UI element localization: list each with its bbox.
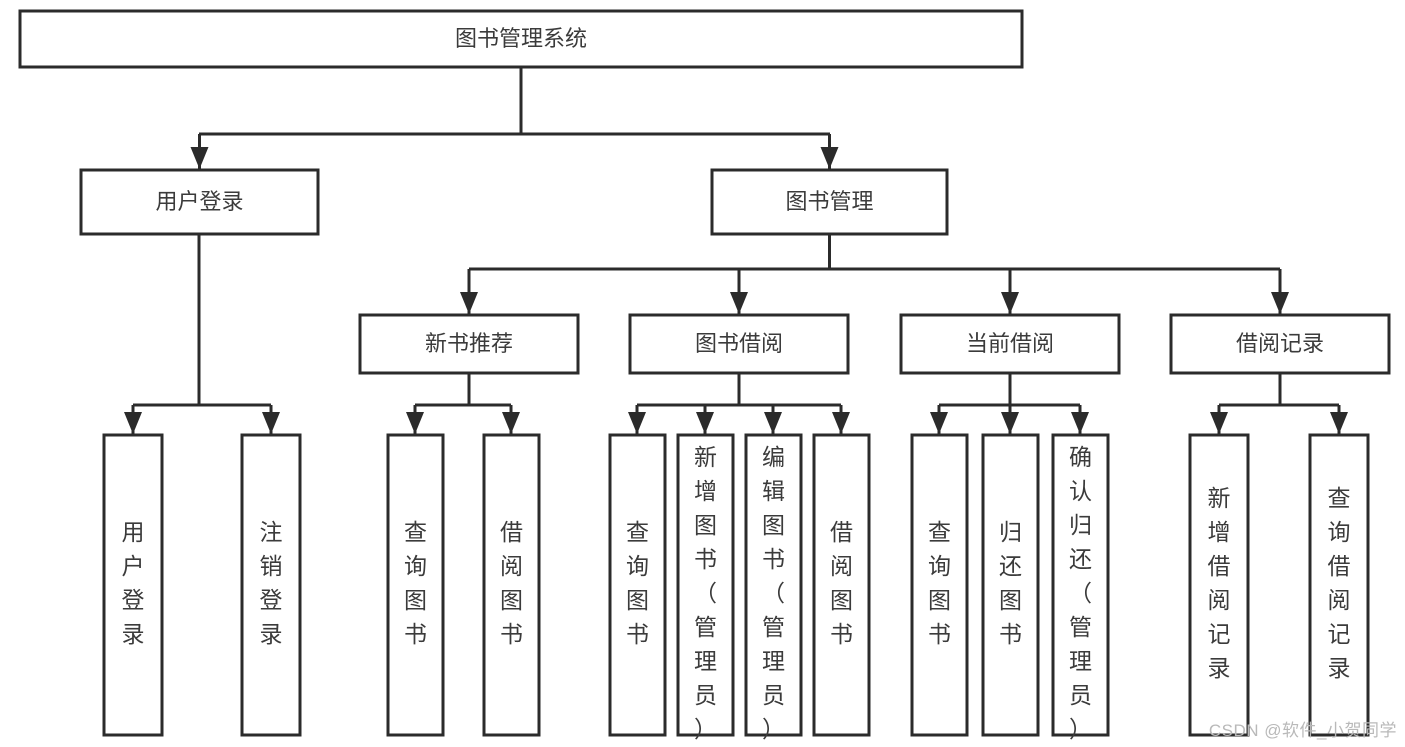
arrow-head-icon bbox=[262, 412, 280, 434]
node-leaf-query-record[interactable]: 查询借阅记录 bbox=[1308, 433, 1370, 737]
arrow-head-icon bbox=[1001, 292, 1019, 314]
node-label: 注销登录 bbox=[260, 519, 283, 647]
node-box bbox=[899, 313, 1121, 375]
node-label: 借阅图书 bbox=[830, 519, 853, 647]
arrow-head-icon bbox=[1330, 412, 1348, 434]
node-leaf-confirm-return[interactable]: 确认归还（管理员） bbox=[1051, 433, 1110, 742]
node-leaf-query-book-cb[interactable]: 查询图书 bbox=[910, 433, 969, 737]
node-box bbox=[18, 9, 1024, 69]
node-label: 借阅记录 bbox=[1236, 331, 1324, 356]
node-layer: 图书管理系统用户登录图书管理新书推荐图书借阅当前借阅借阅记录用户登录注销登录查询… bbox=[18, 9, 1391, 742]
node-new-book-recommend[interactable]: 新书推荐 bbox=[358, 313, 580, 375]
node-book-borrow[interactable]: 图书借阅 bbox=[628, 313, 850, 375]
node-label: 用户登录 bbox=[155, 189, 243, 214]
node-label: 查询图书 bbox=[928, 519, 951, 647]
arrow-head-icon bbox=[1071, 412, 1089, 434]
node-leaf-user-login[interactable]: 用户登录 bbox=[102, 433, 164, 737]
node-leaf-add-book[interactable]: 新增图书（管理员） bbox=[676, 433, 735, 742]
node-root[interactable]: 图书管理系统 bbox=[18, 9, 1024, 69]
node-leaf-add-record[interactable]: 新增借阅记录 bbox=[1188, 433, 1250, 737]
node-leaf-edit-book[interactable]: 编辑图书（管理员） bbox=[744, 433, 803, 742]
arrow-head-icon bbox=[1271, 292, 1289, 314]
node-label: 查询借阅记录 bbox=[1328, 485, 1351, 681]
node-label: 图书借阅 bbox=[695, 331, 783, 356]
node-box bbox=[1051, 433, 1110, 737]
arrow-head-icon bbox=[730, 292, 748, 314]
node-label: 确认归还（管理员） bbox=[1069, 444, 1092, 742]
node-user-login[interactable]: 用户登录 bbox=[79, 168, 320, 236]
node-leaf-logout[interactable]: 注销登录 bbox=[240, 433, 302, 737]
connector-layer bbox=[124, 67, 1348, 434]
node-label: 用户登录 bbox=[122, 519, 145, 647]
arrow-head-icon bbox=[696, 412, 714, 434]
arrow-head-icon bbox=[124, 412, 142, 434]
node-box bbox=[1308, 433, 1370, 737]
node-leaf-return-book[interactable]: 归还图书 bbox=[981, 433, 1040, 737]
node-leaf-query-book-nb[interactable]: 查询图书 bbox=[386, 433, 445, 737]
arrow-head-icon bbox=[1001, 412, 1019, 434]
node-box bbox=[386, 433, 445, 737]
node-box bbox=[240, 433, 302, 737]
node-box bbox=[102, 433, 164, 737]
node-box bbox=[482, 433, 541, 737]
node-box bbox=[1169, 313, 1391, 375]
arrow-head-icon bbox=[628, 412, 646, 434]
node-book-manage[interactable]: 图书管理 bbox=[710, 168, 949, 236]
node-leaf-borrow-book-bb[interactable]: 借阅图书 bbox=[812, 433, 871, 737]
arrow-head-icon bbox=[820, 147, 839, 169]
arrow-head-icon bbox=[930, 412, 948, 434]
arrow-head-icon bbox=[1210, 412, 1228, 434]
node-box bbox=[812, 433, 871, 737]
node-leaf-query-book-bb[interactable]: 查询图书 bbox=[608, 433, 667, 737]
arrow-head-icon bbox=[764, 412, 782, 434]
node-label: 图书管理 bbox=[785, 189, 873, 214]
node-box bbox=[676, 433, 735, 737]
node-label: 新增图书（管理员） bbox=[694, 444, 717, 742]
node-box bbox=[79, 168, 320, 236]
node-label: 借阅图书 bbox=[500, 519, 523, 647]
node-label: 查询图书 bbox=[404, 519, 427, 647]
arrow-head-icon bbox=[832, 412, 850, 434]
arrow-head-icon bbox=[460, 292, 478, 314]
node-label: 新书推荐 bbox=[425, 331, 513, 356]
node-box bbox=[608, 433, 667, 737]
node-box bbox=[744, 433, 803, 737]
node-borrow-record[interactable]: 借阅记录 bbox=[1169, 313, 1391, 375]
arrow-head-icon bbox=[190, 147, 209, 169]
arrow-head-icon bbox=[502, 412, 520, 434]
node-box bbox=[710, 168, 949, 236]
node-box bbox=[981, 433, 1040, 737]
node-label: 当前借阅 bbox=[966, 331, 1054, 356]
node-label: 归还图书 bbox=[999, 519, 1022, 647]
node-label: 编辑图书（管理员） bbox=[762, 444, 785, 742]
node-box bbox=[910, 433, 969, 737]
node-label: 新增借阅记录 bbox=[1208, 485, 1231, 681]
node-label: 图书管理系统 bbox=[455, 26, 587, 51]
node-box bbox=[628, 313, 850, 375]
node-label: 查询图书 bbox=[626, 519, 649, 647]
arrow-head-icon bbox=[406, 412, 424, 434]
node-current-borrow[interactable]: 当前借阅 bbox=[899, 313, 1121, 375]
node-leaf-borrow-book-nb[interactable]: 借阅图书 bbox=[482, 433, 541, 737]
node-box bbox=[1188, 433, 1250, 737]
node-box bbox=[358, 313, 580, 375]
